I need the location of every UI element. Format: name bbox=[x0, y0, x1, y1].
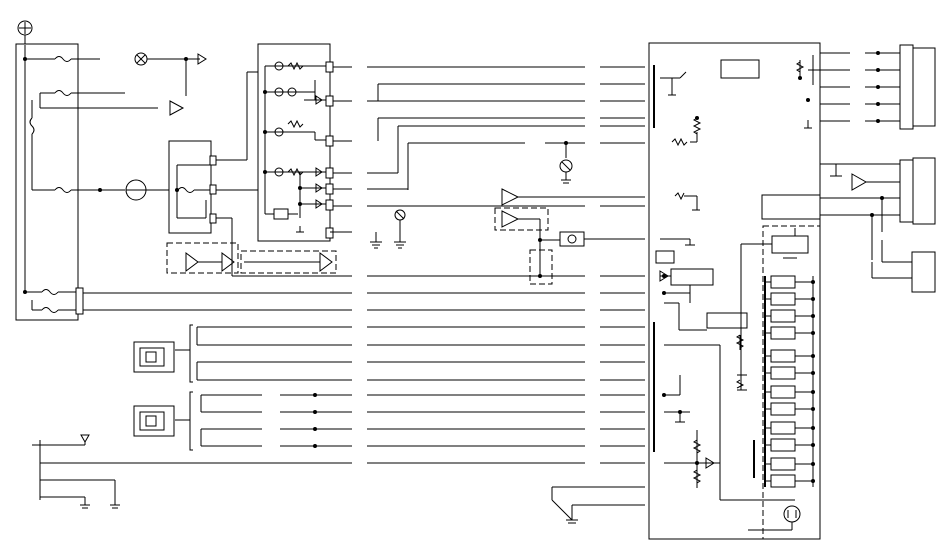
dashed-module bbox=[166, 242, 239, 274]
connector-icon bbox=[133, 341, 175, 373]
fuse-icon bbox=[29, 117, 35, 135]
dashed-module bbox=[494, 207, 549, 231]
fuse-box bbox=[15, 43, 158, 321]
lamp-icon bbox=[394, 209, 406, 221]
connector-icon bbox=[133, 405, 175, 437]
power-source-icon bbox=[17, 20, 33, 45]
ecu-module bbox=[648, 42, 821, 540]
lamp-icon bbox=[134, 52, 148, 66]
relay-box bbox=[168, 140, 217, 234]
ground-icon bbox=[370, 232, 382, 249]
fuse-icon bbox=[54, 56, 72, 62]
harness-wires-lower bbox=[196, 326, 645, 448]
fuse-icon bbox=[41, 307, 59, 313]
triangle-icon bbox=[319, 252, 333, 272]
lamp-icon bbox=[125, 179, 147, 201]
dashed-module bbox=[529, 249, 553, 285]
fuse-icon bbox=[54, 187, 72, 193]
ground-icon bbox=[566, 519, 578, 524]
switch-module bbox=[257, 43, 352, 242]
triangle-icon bbox=[169, 100, 185, 116]
connector-icon bbox=[75, 287, 84, 315]
connector-icon bbox=[912, 47, 936, 127]
antenna-icon bbox=[32, 434, 90, 500]
connector-icon bbox=[911, 251, 936, 293]
triangle-icon bbox=[851, 173, 868, 191]
ground-icon bbox=[80, 497, 90, 509]
dashed-module bbox=[240, 250, 337, 274]
heater-bank bbox=[764, 275, 815, 488]
relay-box bbox=[559, 231, 585, 247]
triangle-icon bbox=[501, 188, 520, 206]
triangle-icon bbox=[197, 53, 207, 65]
harness-wires bbox=[83, 66, 645, 311]
ground-icon bbox=[110, 480, 120, 509]
fuse-icon bbox=[41, 289, 59, 295]
triangle-icon bbox=[501, 210, 520, 228]
right-outputs bbox=[820, 44, 936, 293]
ground-icon bbox=[394, 220, 406, 249]
lamp-icon bbox=[559, 159, 573, 184]
triangle-icon bbox=[185, 252, 199, 272]
fuse-icon bbox=[54, 90, 72, 96]
connector-icon bbox=[912, 157, 936, 225]
